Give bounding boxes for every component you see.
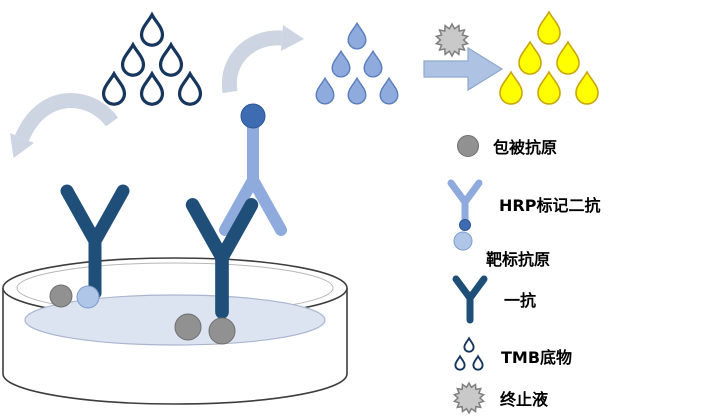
tmb-substrate-drops-icon [454,337,484,371]
legend-label: 一抗 [504,291,537,310]
coating-antigen-sphere [174,313,202,341]
detection-complex [174,103,281,345]
legend-item-primary-antibody: 一抗 [448,274,536,324]
legend-item-hrp-secondary: HRP标记二抗 [443,176,600,232]
curved-arrow-up-right [221,25,304,94]
coating-antigen-sphere [208,317,236,345]
tmb-substrate-drops [101,13,203,106]
target-antigen-sphere [76,285,100,309]
well-liquid [24,294,326,346]
stop-solution-starburst-icon [452,381,486,415]
primary-antibody-left-group [49,191,123,309]
curved-arrow-down-left [10,93,119,158]
legend-label: 终止液 [500,390,549,409]
legend-item-target-antigen: 靶标抗原 [452,230,550,270]
hrp-enzyme-sphere [240,103,266,129]
reacted-substrate-drops [315,22,399,105]
legend-label: TMB底物 [501,348,573,367]
legend-label: 靶标抗原 [486,250,551,269]
legend-item-tmb-substrate: TMB底物 [449,333,572,379]
legend-item-stop-solution: 终止液 [450,379,548,417]
coating-antigen-sphere [49,284,73,308]
legend-item-coating-antigen: 包被抗原 [455,133,557,159]
microplate-well [2,257,348,405]
coating-antigen-sphere-icon [457,135,479,157]
yellow-product-drops [499,11,599,105]
legend-label: HRP标记二抗 [499,196,601,215]
right-arrow [423,46,504,92]
target-antigen-sphere-icon [453,231,473,251]
hrp-secondary-antibody-icon [447,179,483,231]
stop-solution-starburst-icon [434,22,470,58]
legend-label: 包被抗原 [493,138,558,157]
primary-antibody-icon [452,275,488,324]
